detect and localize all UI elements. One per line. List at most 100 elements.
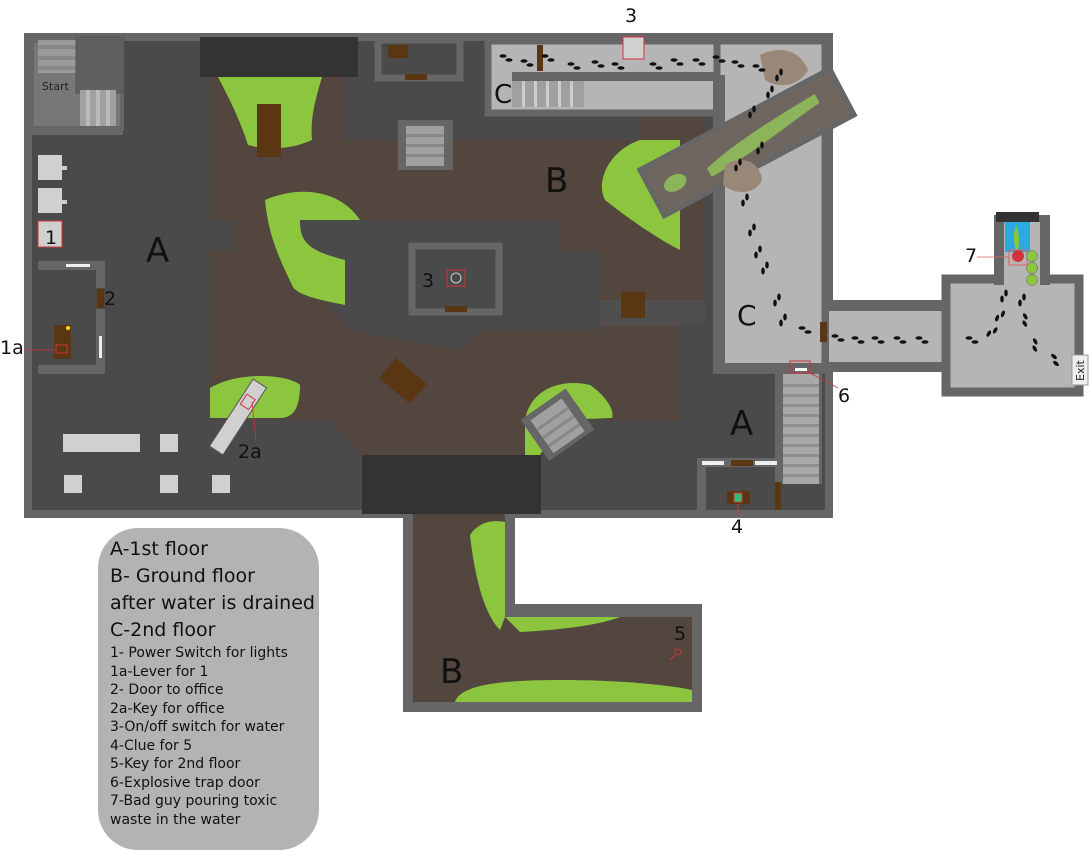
marker-1: 1 bbox=[45, 227, 57, 249]
footprint bbox=[1051, 353, 1059, 367]
crate bbox=[379, 358, 427, 404]
footprint bbox=[965, 336, 979, 344]
footprint-trail bbox=[499, 54, 1059, 367]
legend-floor-b: B- Ground floor bbox=[110, 565, 255, 587]
trap-door[interactable] bbox=[789, 360, 811, 374]
table bbox=[63, 434, 140, 452]
crate bbox=[621, 292, 645, 318]
marker-3-top: 3 bbox=[625, 5, 637, 27]
footprint bbox=[915, 336, 929, 344]
office-door[interactable] bbox=[97, 289, 104, 308]
legend-floor-a: A-1st floor bbox=[110, 538, 208, 560]
footprint bbox=[761, 261, 769, 275]
legend-item: 1- Power Switch for lights bbox=[110, 645, 288, 661]
footprint bbox=[756, 141, 764, 155]
footprint bbox=[1022, 313, 1028, 327]
zone-a-left: A bbox=[146, 231, 169, 271]
footprint bbox=[499, 54, 513, 62]
footprint bbox=[649, 62, 663, 70]
footprint bbox=[748, 223, 756, 237]
footprint bbox=[779, 313, 787, 327]
water-patch bbox=[265, 191, 360, 305]
broken-bridge bbox=[636, 65, 858, 220]
marker-2a: 2a bbox=[238, 441, 262, 463]
footprint bbox=[831, 334, 845, 342]
footprint bbox=[567, 62, 581, 70]
marker-4: 4 bbox=[731, 516, 743, 538]
zone-c-top: C bbox=[494, 80, 512, 110]
start-label: Start bbox=[42, 80, 70, 93]
marker-6: 6 bbox=[838, 385, 850, 407]
marker-1a: 1a bbox=[0, 337, 24, 359]
water-switch-top[interactable] bbox=[622, 36, 645, 60]
rubble bbox=[760, 50, 808, 86]
footprint bbox=[754, 245, 762, 259]
footprint bbox=[773, 293, 781, 307]
footprint bbox=[670, 58, 684, 66]
footprint bbox=[1032, 338, 1038, 352]
legend: A-1st floor B- Ground floor after water … bbox=[98, 528, 319, 850]
marker-2: 2 bbox=[104, 288, 116, 310]
exit-door[interactable] bbox=[1071, 354, 1089, 386]
toilet bbox=[38, 188, 62, 213]
zone-c-right: C bbox=[737, 299, 757, 332]
lever[interactable] bbox=[55, 344, 68, 354]
footprint bbox=[591, 60, 605, 68]
legend-item: waste in the water bbox=[110, 811, 241, 828]
legend-item: 1a-Lever for 1 bbox=[110, 663, 209, 680]
rubble bbox=[723, 160, 762, 192]
key-2nd-floor[interactable] bbox=[669, 648, 682, 661]
footprint bbox=[775, 68, 783, 82]
barrel bbox=[1026, 274, 1038, 286]
legend-item: 6-Explosive trap door bbox=[110, 774, 260, 791]
dark-block bbox=[362, 455, 541, 514]
footprint bbox=[734, 158, 742, 172]
dark-block bbox=[200, 37, 358, 77]
legend-floor-c: C-2nd floor bbox=[110, 619, 216, 641]
footprint bbox=[1000, 289, 1008, 303]
water-patch bbox=[470, 521, 505, 630]
door[interactable] bbox=[820, 322, 827, 342]
footprint bbox=[520, 59, 534, 67]
legend-item: 3-On/off switch for water bbox=[110, 719, 285, 735]
legend-item: 2a-Key for office bbox=[110, 700, 225, 717]
stairs bbox=[783, 374, 819, 484]
legend-floor-b-note: after water is drained bbox=[110, 592, 315, 614]
toilet bbox=[38, 155, 62, 180]
exit-room bbox=[941, 274, 1084, 397]
footprint bbox=[752, 64, 766, 72]
footprint bbox=[748, 105, 756, 119]
footprint bbox=[986, 327, 998, 337]
footprint bbox=[611, 62, 625, 70]
legend-item: 7-Bad guy pouring toxic bbox=[110, 793, 278, 809]
marker-5: 5 bbox=[674, 623, 686, 645]
footprint bbox=[541, 54, 555, 62]
legend-item: 2- Door to office bbox=[110, 682, 224, 698]
exit-label: Exit bbox=[1074, 359, 1087, 381]
water-patch bbox=[455, 680, 692, 702]
stairs bbox=[520, 388, 595, 461]
footprint bbox=[893, 336, 907, 344]
zone-a-right: A bbox=[730, 404, 753, 444]
desk bbox=[54, 325, 71, 359]
zone-b-top: B bbox=[545, 161, 568, 201]
footprint bbox=[851, 336, 865, 344]
marker-7: 7 bbox=[965, 245, 977, 267]
footprint bbox=[871, 336, 885, 344]
footprint bbox=[1018, 293, 1026, 307]
marker-3-center: 3 bbox=[422, 270, 434, 292]
barrel bbox=[1026, 262, 1038, 274]
footprint bbox=[798, 326, 812, 334]
footprint bbox=[731, 60, 745, 68]
legend-item: 4-Clue for 5 bbox=[110, 737, 193, 754]
water-switch[interactable] bbox=[446, 269, 466, 287]
crate bbox=[257, 104, 281, 157]
zone-b-bottom: B bbox=[440, 652, 463, 692]
footprint bbox=[712, 55, 726, 63]
footprint bbox=[995, 310, 1005, 322]
power-switch[interactable] bbox=[37, 220, 63, 248]
bad-guy[interactable] bbox=[1012, 250, 1024, 262]
barrel bbox=[1026, 250, 1038, 262]
